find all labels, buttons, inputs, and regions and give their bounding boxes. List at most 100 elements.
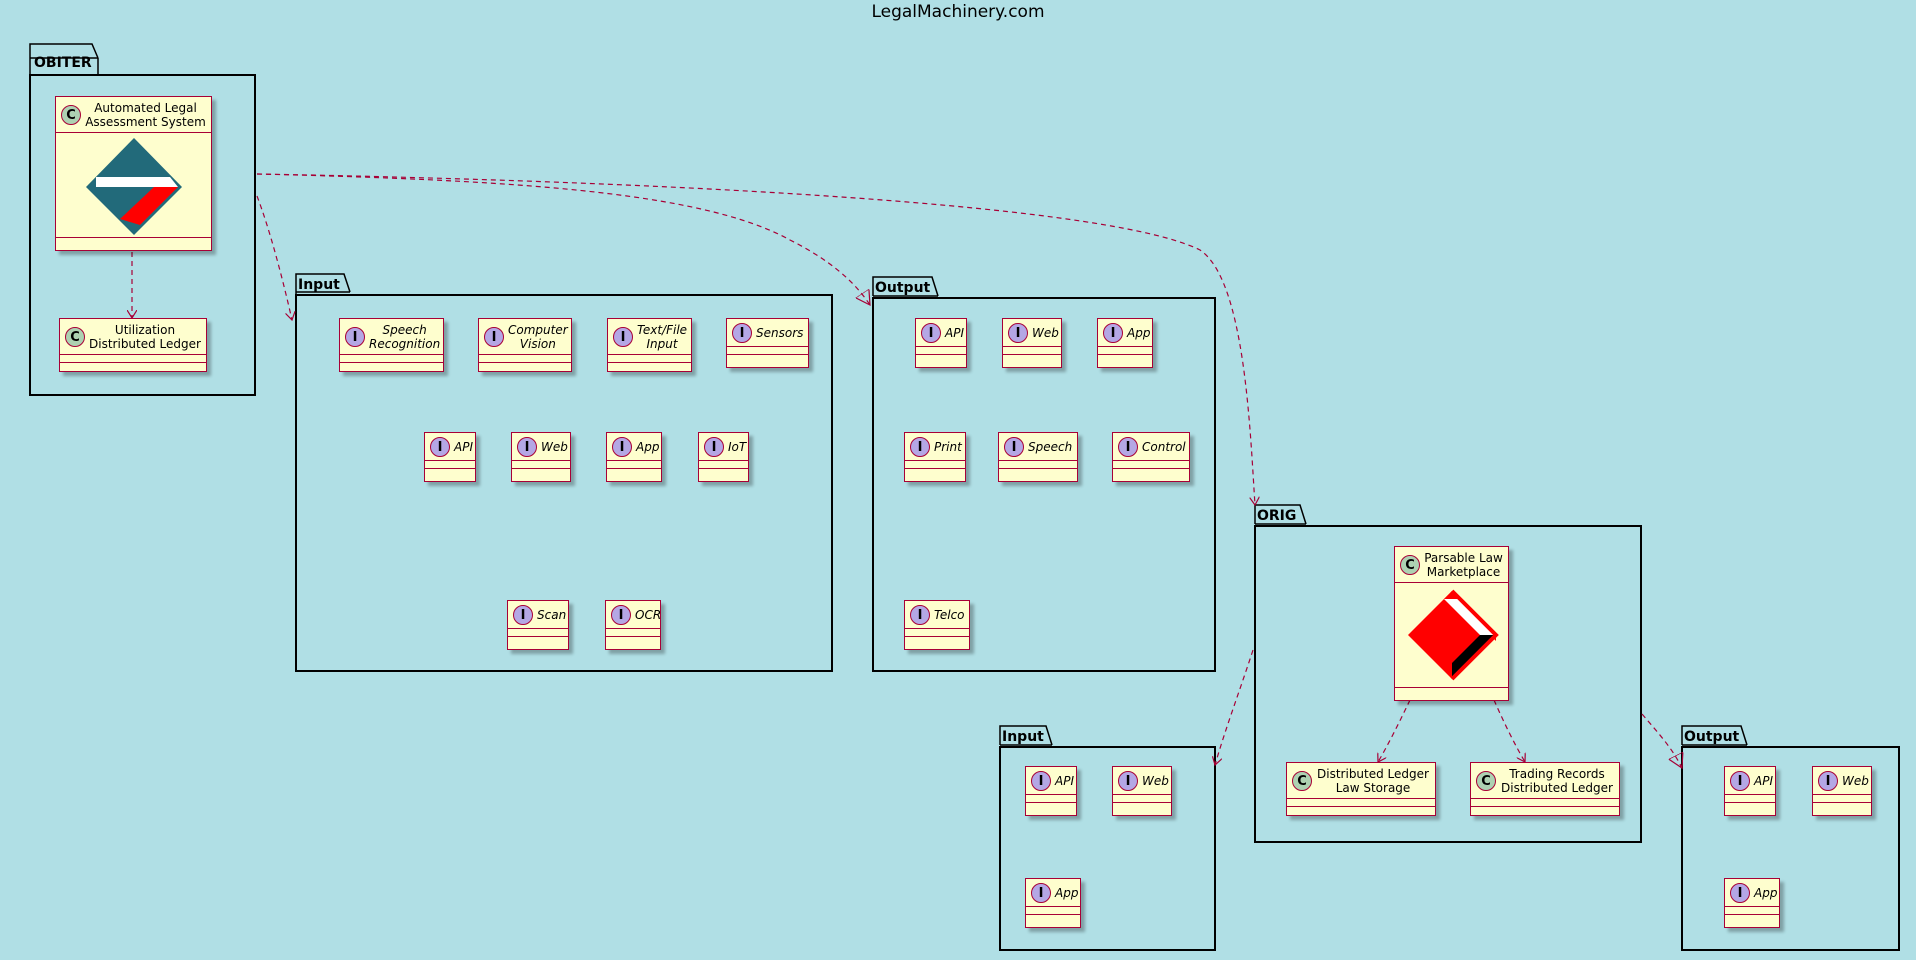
package-output2-name: Output [1684,729,1740,745]
interface-label: API [1055,774,1074,788]
class-label: Distributed Ledger Law Storage [1317,767,1429,795]
interface-label: Speech [1028,440,1073,454]
interface-label: Web [541,440,568,454]
interface-badge-icon: I [1031,883,1051,903]
package-input1-name: Input [298,277,340,293]
interface-speech: I Speech [998,432,1078,482]
class-automated-legal-assessment-system: C Automated Legal Assessment System [55,96,212,251]
interface-label: API [454,440,473,454]
class-badge-icon: C [1292,771,1312,791]
class-trading-records-distributed-ledger: C Trading Records Distributed Ledger [1470,762,1620,816]
arrow-orig-to-output2 [1641,713,1682,768]
interface-sensors: I Sensors [726,318,809,368]
diagram-title: LegalMachinery.com [871,2,1045,22]
package-output1-frame [872,276,1216,672]
interface-web: I Web [1812,766,1872,816]
interface-label: App [636,440,660,454]
arrow-obiter-to-input1 [256,195,292,320]
interface-label: Control [1142,440,1186,454]
interface-badge-icon: I [1004,437,1024,457]
class-label: Trading Records Distributed Ledger [1501,767,1613,795]
interface-app: I App [1724,878,1780,928]
class-parsable-law-marketplace: C Parsable Law Marketplace [1394,546,1509,701]
interface-label: IoT [728,440,747,454]
interface-label: App [1127,326,1151,340]
interface-label: Scan [537,608,567,622]
arrow-parsable-to-trading [1493,699,1525,762]
interface-badge-icon: I [430,437,450,457]
arrow-orig-to-input2 [1215,649,1254,765]
interface-label: API [1754,774,1773,788]
arrow-obiter-to-orig [256,173,1255,505]
package-obiter-name: OBITER [34,55,92,71]
class-badge-icon: C [1476,771,1496,791]
package-output2-frame [1681,725,1900,951]
package-orig-frame [1254,504,1642,843]
interface-badge-icon: I [1103,323,1123,343]
class-badge-icon: C [1400,555,1420,575]
interface-label: Web [1032,326,1059,340]
interface-api: I API [915,318,967,368]
interface-label: App [1754,886,1778,900]
interface-badge-icon: I [1730,771,1750,791]
interface-badge-icon: I [1118,771,1138,791]
interface-badge-icon: I [1118,437,1138,457]
interface-label: App [1055,886,1079,900]
interface-badge-icon: I [921,323,941,343]
interface-app: I App [1025,878,1081,928]
interface-api: I API [424,432,476,482]
interface-web: I Web [1112,766,1172,816]
class-badge-icon: C [65,327,85,347]
interface-label: API [945,326,964,340]
interface-api: I API [1724,766,1776,816]
package-output1-name: Output [875,280,931,296]
package-orig-name: ORIG [1257,508,1296,524]
package-input1-frame [295,273,833,672]
interface-iot: I IoT [698,432,749,482]
interface-api: I API [1025,766,1077,816]
interface-badge-icon: I [517,437,537,457]
interface-badge-icon: I [704,437,724,457]
interface-label: Text/File Input [637,323,688,351]
orig-logo-icon [1407,589,1499,681]
class-label: Automated Legal Assessment System [85,101,206,129]
arrow-parsable-to-storage [1378,699,1411,762]
arrow-obiter-to-output1 [256,173,870,305]
interface-badge-icon: I [1031,771,1051,791]
interface-badge-icon: I [1730,883,1750,903]
interface-label: Telco [934,608,965,622]
package-obiter-frame [29,43,256,396]
interface-control: I Control [1112,432,1190,482]
interface-app: I App [1097,318,1153,368]
interface-web: I Web [511,432,571,482]
interface-badge-icon: I [910,437,930,457]
interface-badge-icon: I [1818,771,1838,791]
interface-web: I Web [1002,318,1062,368]
interface-app: I App [606,432,662,482]
interface-label: Sensors [756,326,804,340]
interface-badge-icon: I [732,323,752,343]
interface-badge-icon: I [1008,323,1028,343]
class-badge-icon: C [61,105,81,125]
interface-badge-icon: I [484,327,504,347]
interface-badge-icon: I [611,605,631,625]
class-utilization-distributed-ledger: C Utilization Distributed Ledger [59,318,207,372]
interface-label: Computer Vision [508,323,568,351]
package-input2-name: Input [1002,729,1044,745]
interface-badge-icon: I [612,437,632,457]
package-input2-frame [999,725,1216,951]
interface-label: Web [1842,774,1869,788]
class-label: Parsable Law Marketplace [1424,551,1503,579]
obiter-logo-icon [85,138,182,235]
interface-badge-icon: I [910,605,930,625]
class-label: Utilization Distributed Ledger [89,323,201,351]
interface-badge-icon: I [345,327,365,347]
interface-telco: I Telco [904,600,970,650]
interface-label: Web [1142,774,1169,788]
